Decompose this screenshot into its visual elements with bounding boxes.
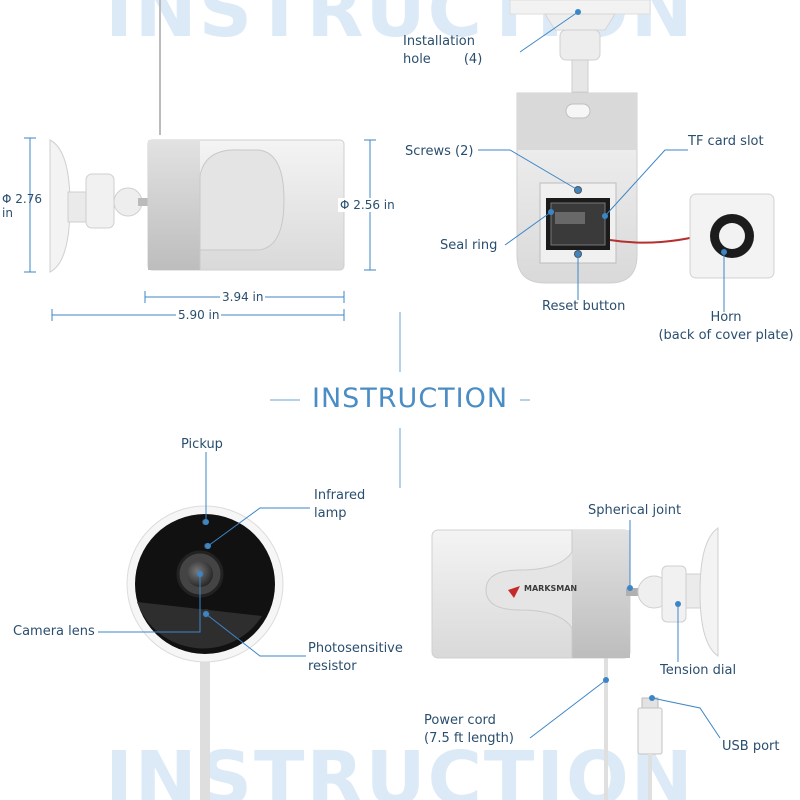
label-tf-card-slot: TF card slot: [688, 134, 764, 149]
mounted-camera-view: [431, 527, 719, 800]
label-usb-port: USB port: [722, 739, 780, 754]
brand-logo: MARKSMAN: [524, 584, 578, 593]
label-reset-button: Reset button: [542, 299, 626, 314]
front-camera-view: [126, 505, 284, 800]
label-horn: Horn (back of cover plate): [658, 310, 794, 343]
leader-dots: [197, 9, 727, 701]
side-view-camera: [49, 0, 345, 273]
label-spherical-joint: Spherical joint: [588, 503, 682, 518]
section-heading: INSTRUCTION: [300, 383, 521, 414]
open-camera-view: [509, 0, 715, 284]
label-infrared-lamp: Infrared lamp: [314, 488, 366, 521]
dimension-total-length: 5.90 in: [176, 308, 222, 322]
label-power-cord: Power cord (7.5 ft length): [424, 713, 514, 746]
label-photosensitive-resistor: Photosensitive resistor: [308, 641, 403, 674]
label-screws: Screws (2): [405, 144, 474, 159]
label-seal-ring: Seal ring: [440, 238, 498, 253]
label-installation-hole: Installation hole (4): [403, 34, 483, 67]
label-pickup: Pickup: [181, 437, 223, 452]
cover-plate: [689, 193, 775, 279]
leader-lines: [98, 11, 725, 739]
label-tension-dial: Tension dial: [660, 663, 737, 678]
dimension-height-body: Φ 2.56 in: [338, 198, 397, 212]
label-camera-lens: Camera lens: [13, 624, 95, 639]
dimension-height-outer: Φ 2.76 in: [2, 192, 42, 220]
dimension-body-length: 3.94 in: [220, 290, 266, 304]
